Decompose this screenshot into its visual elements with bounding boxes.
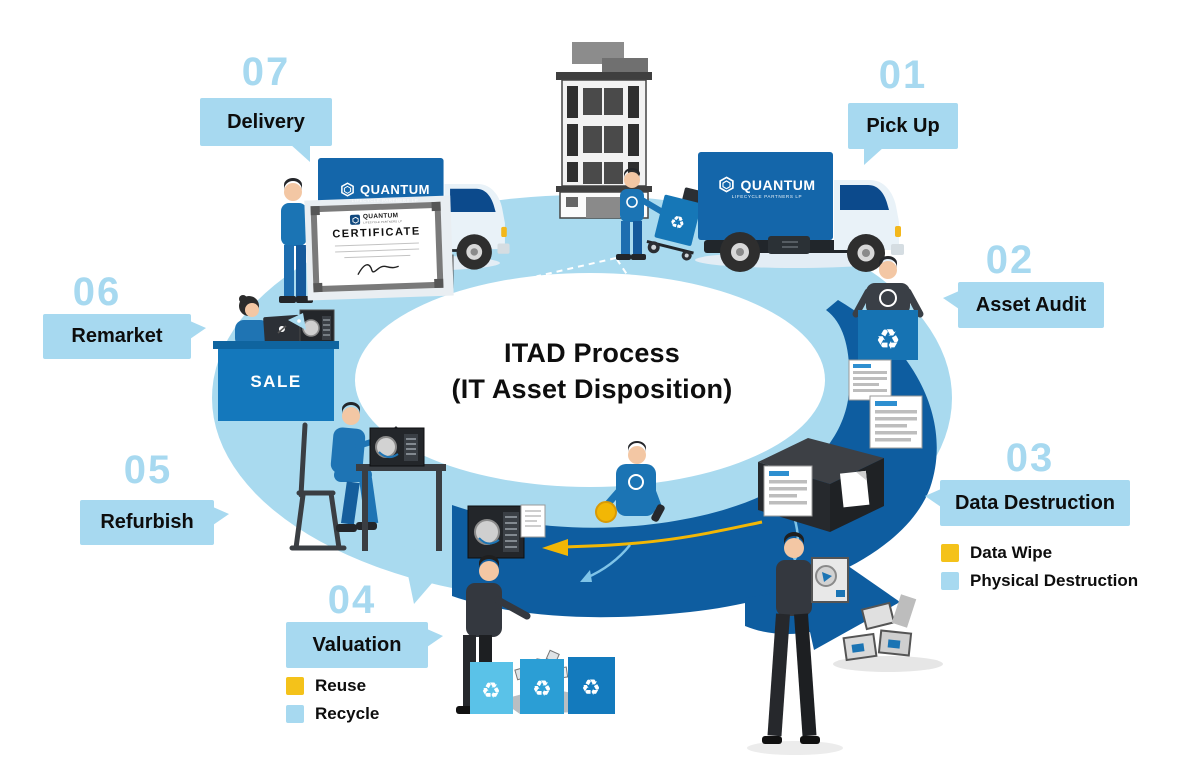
certificate-corner [434,278,444,289]
quantum-logo-icon [719,176,735,193]
title-line1: ITAD Process [504,338,680,368]
step-number-02: 02 [985,238,1035,282]
truck-brand-left: QUANTUM LIFECYCLE PARTNERS LP [328,182,442,203]
certificate-line [334,242,420,247]
recycle-icon: ♻ [875,324,900,355]
refurbish-illustration [289,402,446,551]
data-destruction-illustration [758,438,884,532]
title-line2: (IT Asset Disposition) [451,373,733,404]
asset-audit-illustration: ♻ [848,256,924,449]
signature-scribble [357,264,399,276]
sorting-worker-illustration: ♻ ♻ ♻ [456,555,615,714]
quantum-logo-icon [341,182,354,197]
sale-sign: SALE [250,372,302,391]
audit-checklist [848,359,892,401]
bubble-tail [427,629,443,647]
quantum-logo-icon [349,214,361,225]
recycle-swatch [286,705,304,723]
step-number-06: 06 [72,270,122,314]
step-number-05: 05 [123,448,173,492]
step-label: Refurbish [100,511,194,533]
certificate-line [344,254,411,259]
brand-name: QUANTUM [360,182,430,197]
legend-label: Reuse [315,676,367,695]
brand-name: QUANTUM [740,176,816,193]
recycle-icon: ♻ [532,676,552,701]
hdd-worker-illustration [747,532,943,755]
recycle-icon: ♻ [668,212,687,234]
flow-arrowhead [402,546,452,604]
legend-data-destruction: Data Wipe Physical Destruction [941,543,1138,591]
step-label: Pick Up [866,114,940,137]
bubble-tail [864,147,884,165]
certificate-corner [313,282,323,293]
reuse-swatch [286,677,304,695]
legend-label: Data Wipe [970,543,1053,562]
recycle-icon: ♻ [581,675,601,700]
bubble-tail [213,507,229,525]
step-number-07: 07 [241,50,291,94]
bubble-tail [290,144,310,162]
brand-tagline: LIFECYCLE PARTNERS LP [731,194,803,199]
certificate-title: CERTIFICATE [332,225,421,241]
recycle-icon: ♻ [481,678,501,703]
hard-drive [811,557,849,603]
legend-label: Physical Destruction [970,571,1139,590]
brand-tagline: LIFECYCLE PARTNERS LP [363,219,403,224]
step-bubble-asset-audit: Asset Audit [943,282,1104,328]
server-illustration [467,504,546,559]
legend-label: Recycle [315,704,380,723]
step-bubble-refurbish: Refurbish [80,500,229,545]
certificate-line [334,248,420,253]
remarket-illustration [213,295,339,421]
page-title: ITAD Process (IT Asset Disposition) [377,336,807,407]
dashed-arrow [536,256,638,304]
bubble-tail [943,291,959,309]
step-bubble-data-destruction: Data Destruction [925,480,1130,526]
legend-row: Data Wipe [941,543,1138,563]
brand-tagline: LIFECYCLE PARTNERS LP [351,198,419,203]
legend-row: Physical Destruction [941,571,1138,591]
step-label: Asset Audit [975,293,1087,316]
audit-checklist [763,465,813,517]
step-label: Data Destruction [954,491,1116,514]
step-label: Delivery [227,110,305,133]
step-label: Remarket [71,325,163,347]
recycle-bins: ♻ ♻ ♻ [470,657,615,714]
step-bubble-pick-up: Pick Up [848,103,958,165]
legend-row: Recycle [286,704,379,724]
legend-valuation: Reuse Recycle [286,676,379,724]
step-label: Valuation [312,633,402,656]
certificate-corner [431,201,441,212]
certificate-corner [310,205,320,216]
step-bubble-delivery: Delivery [200,98,332,162]
physical-destruction-swatch [941,572,959,590]
data-wipe-swatch [941,544,959,562]
certificate-brand: QUANTUM LIFECYCLE PARTNERS LP [349,212,403,225]
legend-row: Reuse [286,676,379,696]
step-number-03: 03 [1005,436,1055,480]
step-number-04: 04 [327,578,377,622]
audit-checklist [869,395,923,449]
crushed-drives-pile [833,594,943,672]
certificate: QUANTUM LIFECYCLE PARTNERS LP CERTIFICAT… [310,201,444,293]
bubble-tail [925,489,941,507]
bubble-tail [190,321,206,339]
truck-brand-right: QUANTUM LIFECYCLE PARTNERS LP [706,176,828,199]
step-bubble-remarket: Remarket [43,314,206,359]
pickup-truck-illustration [698,152,904,272]
step-number-01: 01 [878,53,928,97]
valuation-worker-illustration [595,441,665,523]
step-bubble-valuation: Valuation [286,622,443,668]
office-building-illustration [556,42,652,219]
